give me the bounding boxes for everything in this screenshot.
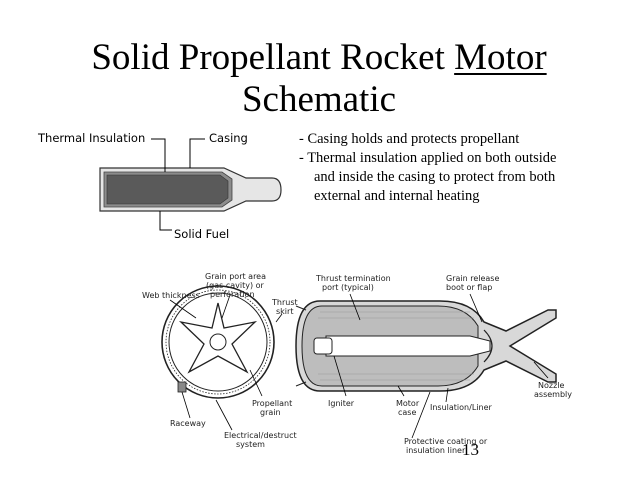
label-protective-1: Protective coating or <box>404 437 488 446</box>
bullet-item: - Casing holds and protects propellant <box>299 131 520 147</box>
slide-title-line1: Solid Propellant Rocket Motor <box>0 39 638 76</box>
label-solid-fuel: Solid Fuel <box>174 227 230 241</box>
label-raceway: Raceway <box>170 419 206 428</box>
slide-page-number: 13 <box>462 440 479 459</box>
title-text: Solid Propellant Rocket <box>91 37 455 78</box>
bullet-item-continuation: and inside the casing to protect from bo… <box>314 169 556 185</box>
label-web-thickness: Web thickness <box>142 291 200 300</box>
label-thrust-termination-1: Thrust termination <box>315 274 391 283</box>
bottom-labels: Grain port area (gas cavity) or perforat… <box>142 272 572 455</box>
label-casing: Casing <box>209 131 248 145</box>
bottom-leader-lines <box>169 293 549 439</box>
title-underlined-word: Motor <box>454 37 547 78</box>
label-thrust-skirt-2: skirt <box>276 307 293 316</box>
label-electrical-2: system <box>236 440 265 449</box>
label-igniter: Igniter <box>328 399 355 408</box>
top-motor-diagram <box>99 138 282 231</box>
grain-cross-section <box>161 285 275 399</box>
bullet-item: - Thermal insulation applied on both out… <box>299 150 557 166</box>
slide-title-line2: Schematic <box>241 79 397 120</box>
label-motor-case-2: case <box>398 408 416 417</box>
label-nozzle-2: assembly <box>534 390 572 399</box>
label-thrust-skirt-1: Thrust <box>271 298 298 307</box>
label-propellant-grain-2: grain <box>260 408 281 417</box>
label-thrust-termination-2: port (typical) <box>322 283 374 292</box>
label-grain-port-area-2: (gas cavity) or <box>206 281 265 290</box>
label-propellant-grain-1: Propellant <box>252 399 292 408</box>
label-grain-release-1: Grain release <box>446 274 499 283</box>
label-grain-port-area-3: perforation <box>210 290 255 299</box>
label-protective-2: insulation liner <box>406 446 466 455</box>
label-grain-port-area-1: Grain port area <box>205 272 266 281</box>
bullet-item-continuation: external and internal heating <box>314 188 480 204</box>
label-insulation-liner: Insulation/Liner <box>430 403 492 412</box>
motor-longitudinal-section <box>295 300 557 392</box>
bullet-list: - Casing holds and protects propellant -… <box>299 130 634 206</box>
label-thermal-insulation: Thermal Insulation <box>38 131 146 145</box>
label-grain-release-2: boot or flap <box>446 283 492 292</box>
label-electrical-1: Electrical/destruct <box>224 431 297 440</box>
label-motor-case-1: Motor <box>396 399 420 408</box>
label-nozzle-1: Nozzle <box>538 381 565 390</box>
